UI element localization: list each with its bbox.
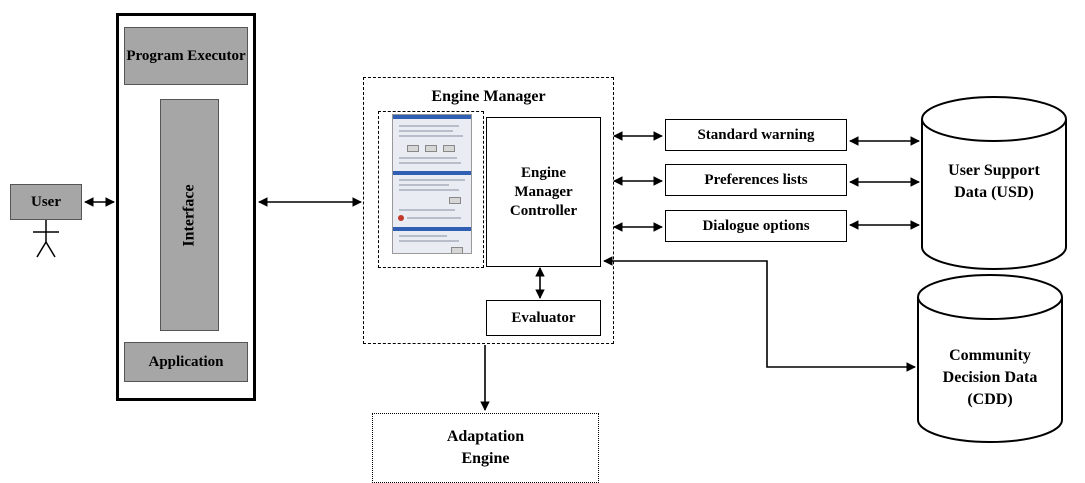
application-box: Application: [124, 342, 248, 382]
adaptation-engine-box: Adaptation Engine: [372, 413, 599, 483]
controller-cdd-connector: [603, 256, 916, 372]
dialog-screenshot-thumbnail: [392, 114, 472, 254]
preferences-lists-box: Preferences lists: [665, 164, 847, 196]
usd-database-cylinder: [921, 96, 1067, 270]
cdd-database-cylinder: [917, 274, 1063, 443]
usd-label: User Support Data (USD): [948, 162, 1040, 201]
screenshot-frame: [378, 111, 484, 268]
evaluator-label: Evaluator: [511, 309, 576, 326]
user-box: User: [10, 184, 82, 220]
program-executor-label: Program Executor: [126, 47, 246, 64]
program-container: [116, 13, 256, 401]
user-stick-figure-icon: [33, 220, 59, 258]
engine-manager-container: [363, 77, 614, 344]
interface-box: Interface: [160, 99, 219, 331]
cdd-label: Community Decision Data (CDD): [942, 347, 1038, 408]
standard-warning-label: Standard warning: [697, 126, 815, 143]
engine-manager-controller-label: Engine Manager Controller: [509, 164, 578, 219]
preferences-lists-label: Preferences lists: [704, 171, 808, 188]
dialogue-options-box: Dialogue options: [665, 210, 847, 242]
engine-manager-controller-box: Engine Manager Controller: [486, 117, 601, 267]
engine-manager-title: Engine Manager: [431, 88, 546, 105]
evaluator-box: Evaluator: [486, 300, 601, 336]
standard-warning-box: Standard warning: [665, 119, 847, 151]
application-label: Application: [148, 353, 224, 370]
dialogue-options-label: Dialogue options: [702, 217, 810, 234]
user-label: User: [31, 193, 61, 210]
adaptation-engine-label: Adaptation Engine: [446, 428, 525, 467]
program-executor-box: Program Executor: [124, 27, 248, 85]
